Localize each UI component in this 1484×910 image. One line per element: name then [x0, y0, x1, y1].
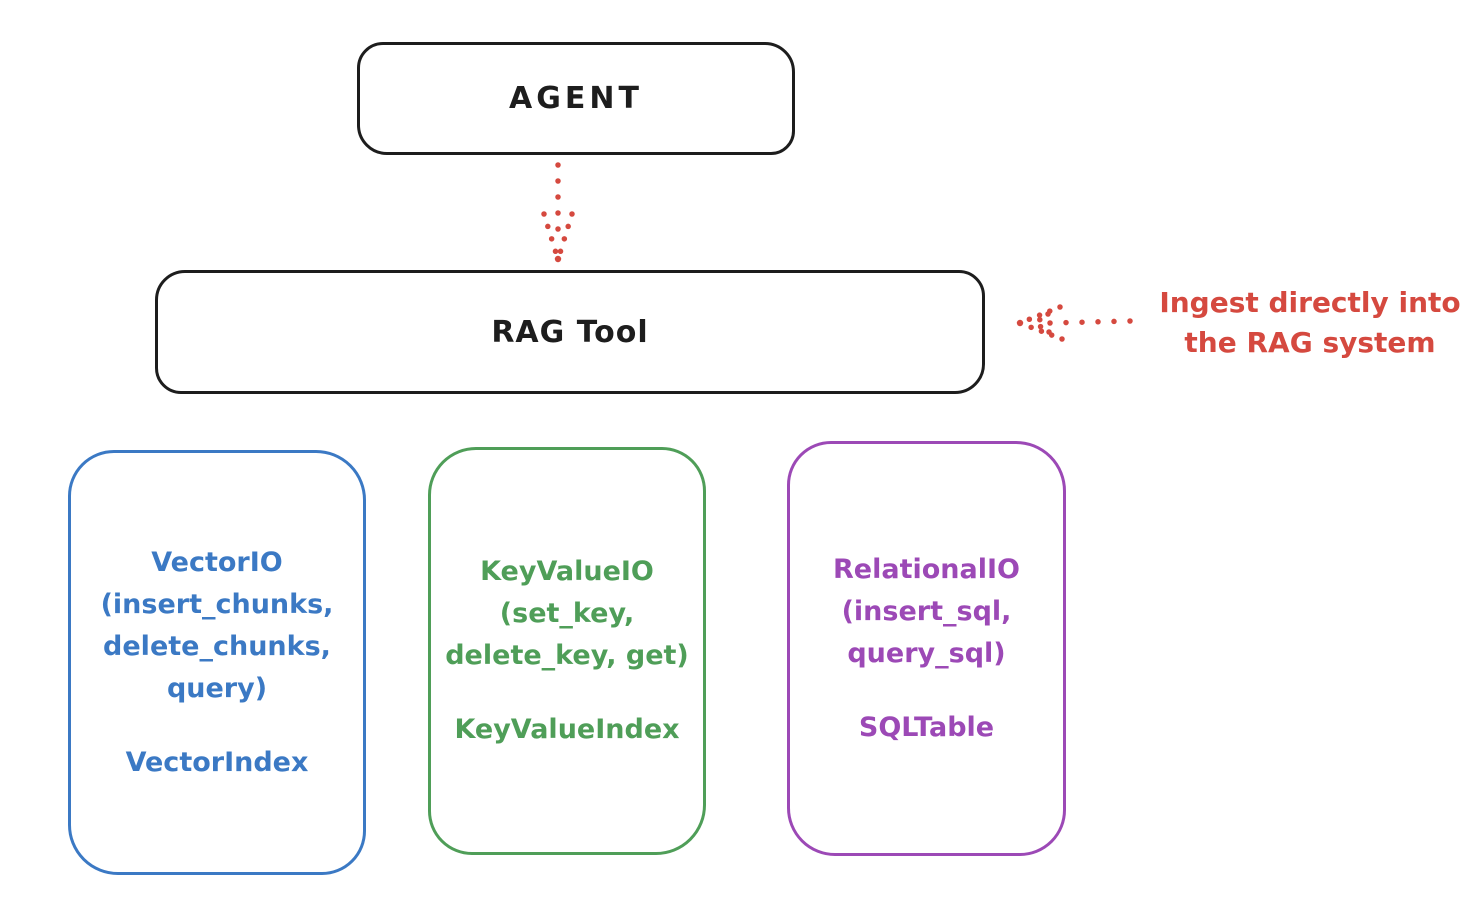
relational-io-methods-line-2: query_sql) — [847, 637, 1006, 669]
vector-io-methods-line-2: delete_chunks, — [103, 630, 331, 662]
keyvalue-io-methods-line-1: (set_key, — [499, 598, 635, 629]
ingest-annotation-line-2: the RAG system — [1184, 326, 1436, 359]
vector-io-title: VectorIO — [151, 546, 283, 578]
ingest-annotation-line-1: Ingest directly into — [1159, 286, 1461, 319]
keyvalue-io-box: KeyValueIO (set_key, delete_key, get) Ke… — [428, 447, 706, 855]
sql-table-label: SQLTable — [858, 711, 995, 743]
agent-to-rag-dotted-arrow-icon — [541, 162, 575, 263]
relational-io-box: RelationalIO (insert_sql, query_sql) SQL… — [787, 441, 1066, 856]
rag-tool-box-label: RAG Tool — [491, 314, 649, 350]
relational-io-methods-line-1: (insert_sql, — [841, 595, 1012, 627]
agent-box: AGENT — [357, 42, 795, 155]
keyvalue-index-label: KeyValueIndex — [454, 714, 680, 745]
ingest-dotted-arrow-icon — [1016, 304, 1133, 342]
relational-io-title: RelationalIO — [833, 553, 1020, 585]
vector-io-methods-line-1: (insert_chunks, — [100, 588, 334, 620]
vector-io-box: VectorIO (insert_chunks, delete_chunks, … — [68, 450, 366, 875]
ingest-annotation: Ingest directly into the RAG system — [1135, 283, 1484, 363]
rag-tool-box: RAG Tool — [155, 270, 985, 394]
vector-index-label: VectorIndex — [125, 746, 309, 778]
agent-box-label: AGENT — [509, 81, 643, 116]
keyvalue-io-title: KeyValueIO — [480, 556, 654, 587]
vector-io-methods-line-3: query) — [166, 672, 268, 704]
keyvalue-io-methods-line-2: delete_key, get) — [445, 640, 689, 671]
